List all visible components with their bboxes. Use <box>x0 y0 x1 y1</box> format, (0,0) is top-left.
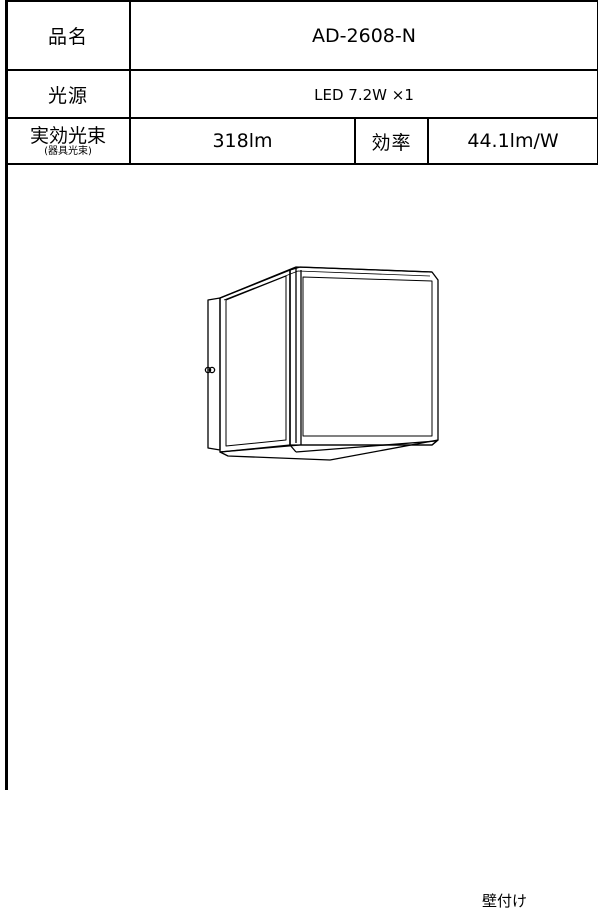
flux-value: 318lm <box>212 130 273 152</box>
source-label-cell: 光源 <box>5 69 131 119</box>
spec-row-name: 品名 AD-2608-N <box>5 0 598 71</box>
spec-row-source: 光源 LED 7.2W ×1 <box>5 69 598 119</box>
source-value-cell: LED 7.2W ×1 <box>128 69 598 119</box>
mounting-label: 壁付け <box>482 892 528 910</box>
name-label-cell: 品名 <box>5 0 131 71</box>
flux-value-cell: 318lm <box>129 117 356 165</box>
efficiency-value: 44.1lm/W <box>467 130 559 152</box>
efficiency-label-cell: 効率 <box>354 117 429 165</box>
frame-left-border <box>5 0 8 790</box>
fixture-top-edge <box>219 266 433 299</box>
source-label: 光源 <box>47 84 88 107</box>
fixture-left-face-inner <box>225 275 287 447</box>
fixture-front-face-inner <box>302 276 433 437</box>
fixture-front-face <box>289 266 439 446</box>
fixture-bottom-face <box>219 439 439 461</box>
name-value-cell: AD-2608-N <box>128 0 598 71</box>
flux-sublabel: (器具光束) <box>44 145 92 157</box>
wall-plate <box>207 297 221 451</box>
spec-table: 品名 AD-2608-N 光源 LED 7.2W ×1 実効光束 (器具光束) … <box>5 0 598 165</box>
spec-row-flux: 実効光束 (器具光束) 318lm 効率 44.1lm/W <box>5 117 598 165</box>
efficiency-label: 効率 <box>371 131 412 154</box>
name-label: 品名 <box>47 26 88 48</box>
flux-label: 実効光束 <box>29 124 106 147</box>
fixture-drawing-area: 壁付け <box>0 180 598 910</box>
efficiency-value-cell: 44.1lm/W <box>426 117 598 165</box>
fixture-screw <box>204 366 212 374</box>
name-value: AD-2608-N <box>312 24 416 47</box>
fixture-illustration <box>204 266 439 461</box>
source-value: LED 7.2W ×1 <box>314 85 414 104</box>
flux-label-cell: 実効光束 (器具光束) <box>5 117 131 165</box>
